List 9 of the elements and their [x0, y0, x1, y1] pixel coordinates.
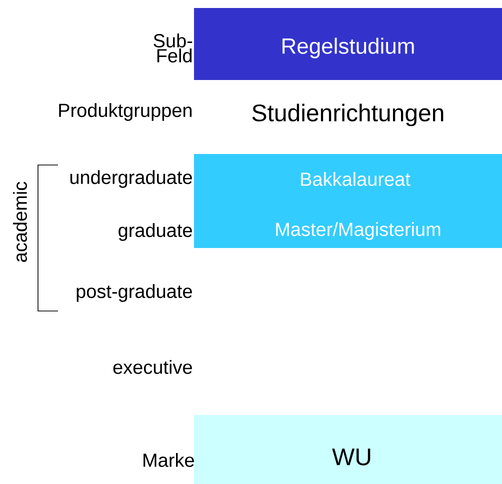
band-label: Regelstudium: [282, 38, 414, 58]
band-label: Bakkalaureat: [301, 172, 410, 186]
axis-label: Produktgruppen: [59, 103, 192, 121]
band-label: WU: [332, 448, 370, 466]
band-label: Master/Magisterium: [276, 222, 440, 240]
row-heading: Studienrichtungen: [252, 104, 444, 126]
axis-label: post-graduate: [76, 284, 192, 302]
group-label: academic: [13, 182, 27, 262]
axis-label: executive: [113, 360, 192, 374]
